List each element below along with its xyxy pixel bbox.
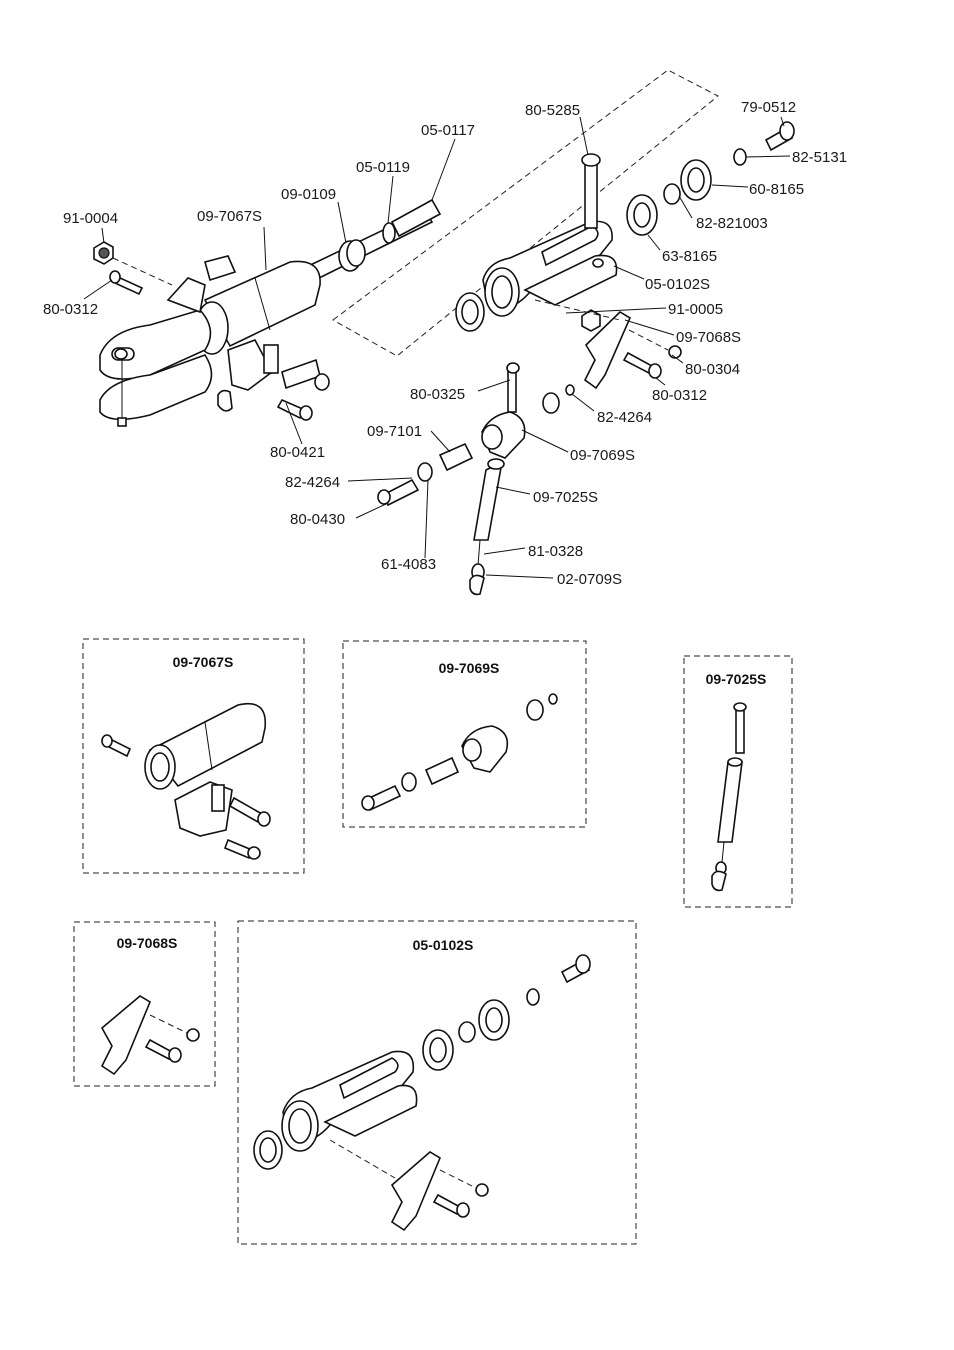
callout-05-0102s: 05-0102S	[645, 276, 710, 293]
callout-81-0328: 81-0328	[528, 543, 583, 560]
callout-80-0421: 80-0421	[270, 444, 325, 461]
callout-80-5285: 80-5285	[525, 102, 580, 119]
control-arm	[534, 299, 682, 390]
callout-05-0117: 05-0117	[421, 122, 475, 139]
callout-79-0512: 79-0512	[741, 99, 796, 116]
subassembly-box-c: 09-7025S	[683, 655, 793, 908]
callout-labels: 91-0004 80-0312 09-7067S 09-0109 05-0119…	[43, 99, 847, 588]
pushrod	[469, 458, 505, 596]
callout-91-0005: 91-0005	[668, 301, 723, 318]
callout-80-0325: 80-0325	[410, 386, 465, 403]
subassembly-title-c: 09-7025S	[706, 671, 767, 687]
subassembly-box-b: 09-7069S	[342, 640, 587, 828]
callout-61-4083: 61-4083	[381, 556, 436, 573]
subassembly-box-d: 09-7068S	[73, 921, 216, 1087]
callout-09-7067s: 09-7067S	[197, 208, 262, 225]
subassembly-title-a: 09-7067S	[173, 654, 234, 670]
main-exploded-view: 91-0004 80-0312 09-7067S 09-0109 05-0119…	[43, 69, 847, 596]
callout-63-8165: 63-8165	[662, 248, 717, 265]
callout-80-0304: 80-0304	[685, 361, 740, 378]
callout-05-0119: 05-0119	[356, 159, 410, 176]
callout-02-0709s: 02-0709S	[557, 571, 622, 588]
callout-09-0109: 09-0109	[281, 186, 336, 203]
callout-80-0312: 80-0312	[43, 301, 98, 318]
assembly-envelope	[332, 69, 719, 357]
blade-grip-right	[455, 121, 795, 332]
callout-80-0312-right: 80-0312	[652, 387, 707, 404]
leader-lines	[83, 116, 791, 579]
bellcrank	[377, 362, 575, 507]
callout-09-7025s: 09-7025S	[533, 489, 598, 506]
callout-80-0430: 80-0430	[290, 511, 345, 528]
subassembly-box-a: 09-7067S	[82, 638, 305, 874]
callout-09-7068s: 09-7068S	[676, 329, 741, 346]
callout-82-5131: 82-5131	[792, 149, 847, 166]
blade-grip-left	[99, 198, 442, 427]
callout-09-7069s: 09-7069S	[570, 447, 635, 464]
subassembly-box-e: 05-0102S	[237, 920, 637, 1245]
nut-bolt-left	[93, 241, 173, 296]
subassembly-title-e: 05-0102S	[413, 937, 474, 953]
callout-82-821003: 82-821003	[696, 215, 768, 232]
callout-91-0004: 91-0004	[63, 210, 118, 227]
callout-82-4264-upper: 82-4264	[597, 409, 652, 426]
subassembly-title-d: 09-7068S	[117, 935, 178, 951]
callout-09-7101: 09-7101	[367, 423, 422, 440]
callout-82-4264-lower: 82-4264	[285, 474, 340, 491]
callout-60-8165: 60-8165	[749, 181, 804, 198]
subassembly-title-b: 09-7069S	[439, 660, 500, 676]
